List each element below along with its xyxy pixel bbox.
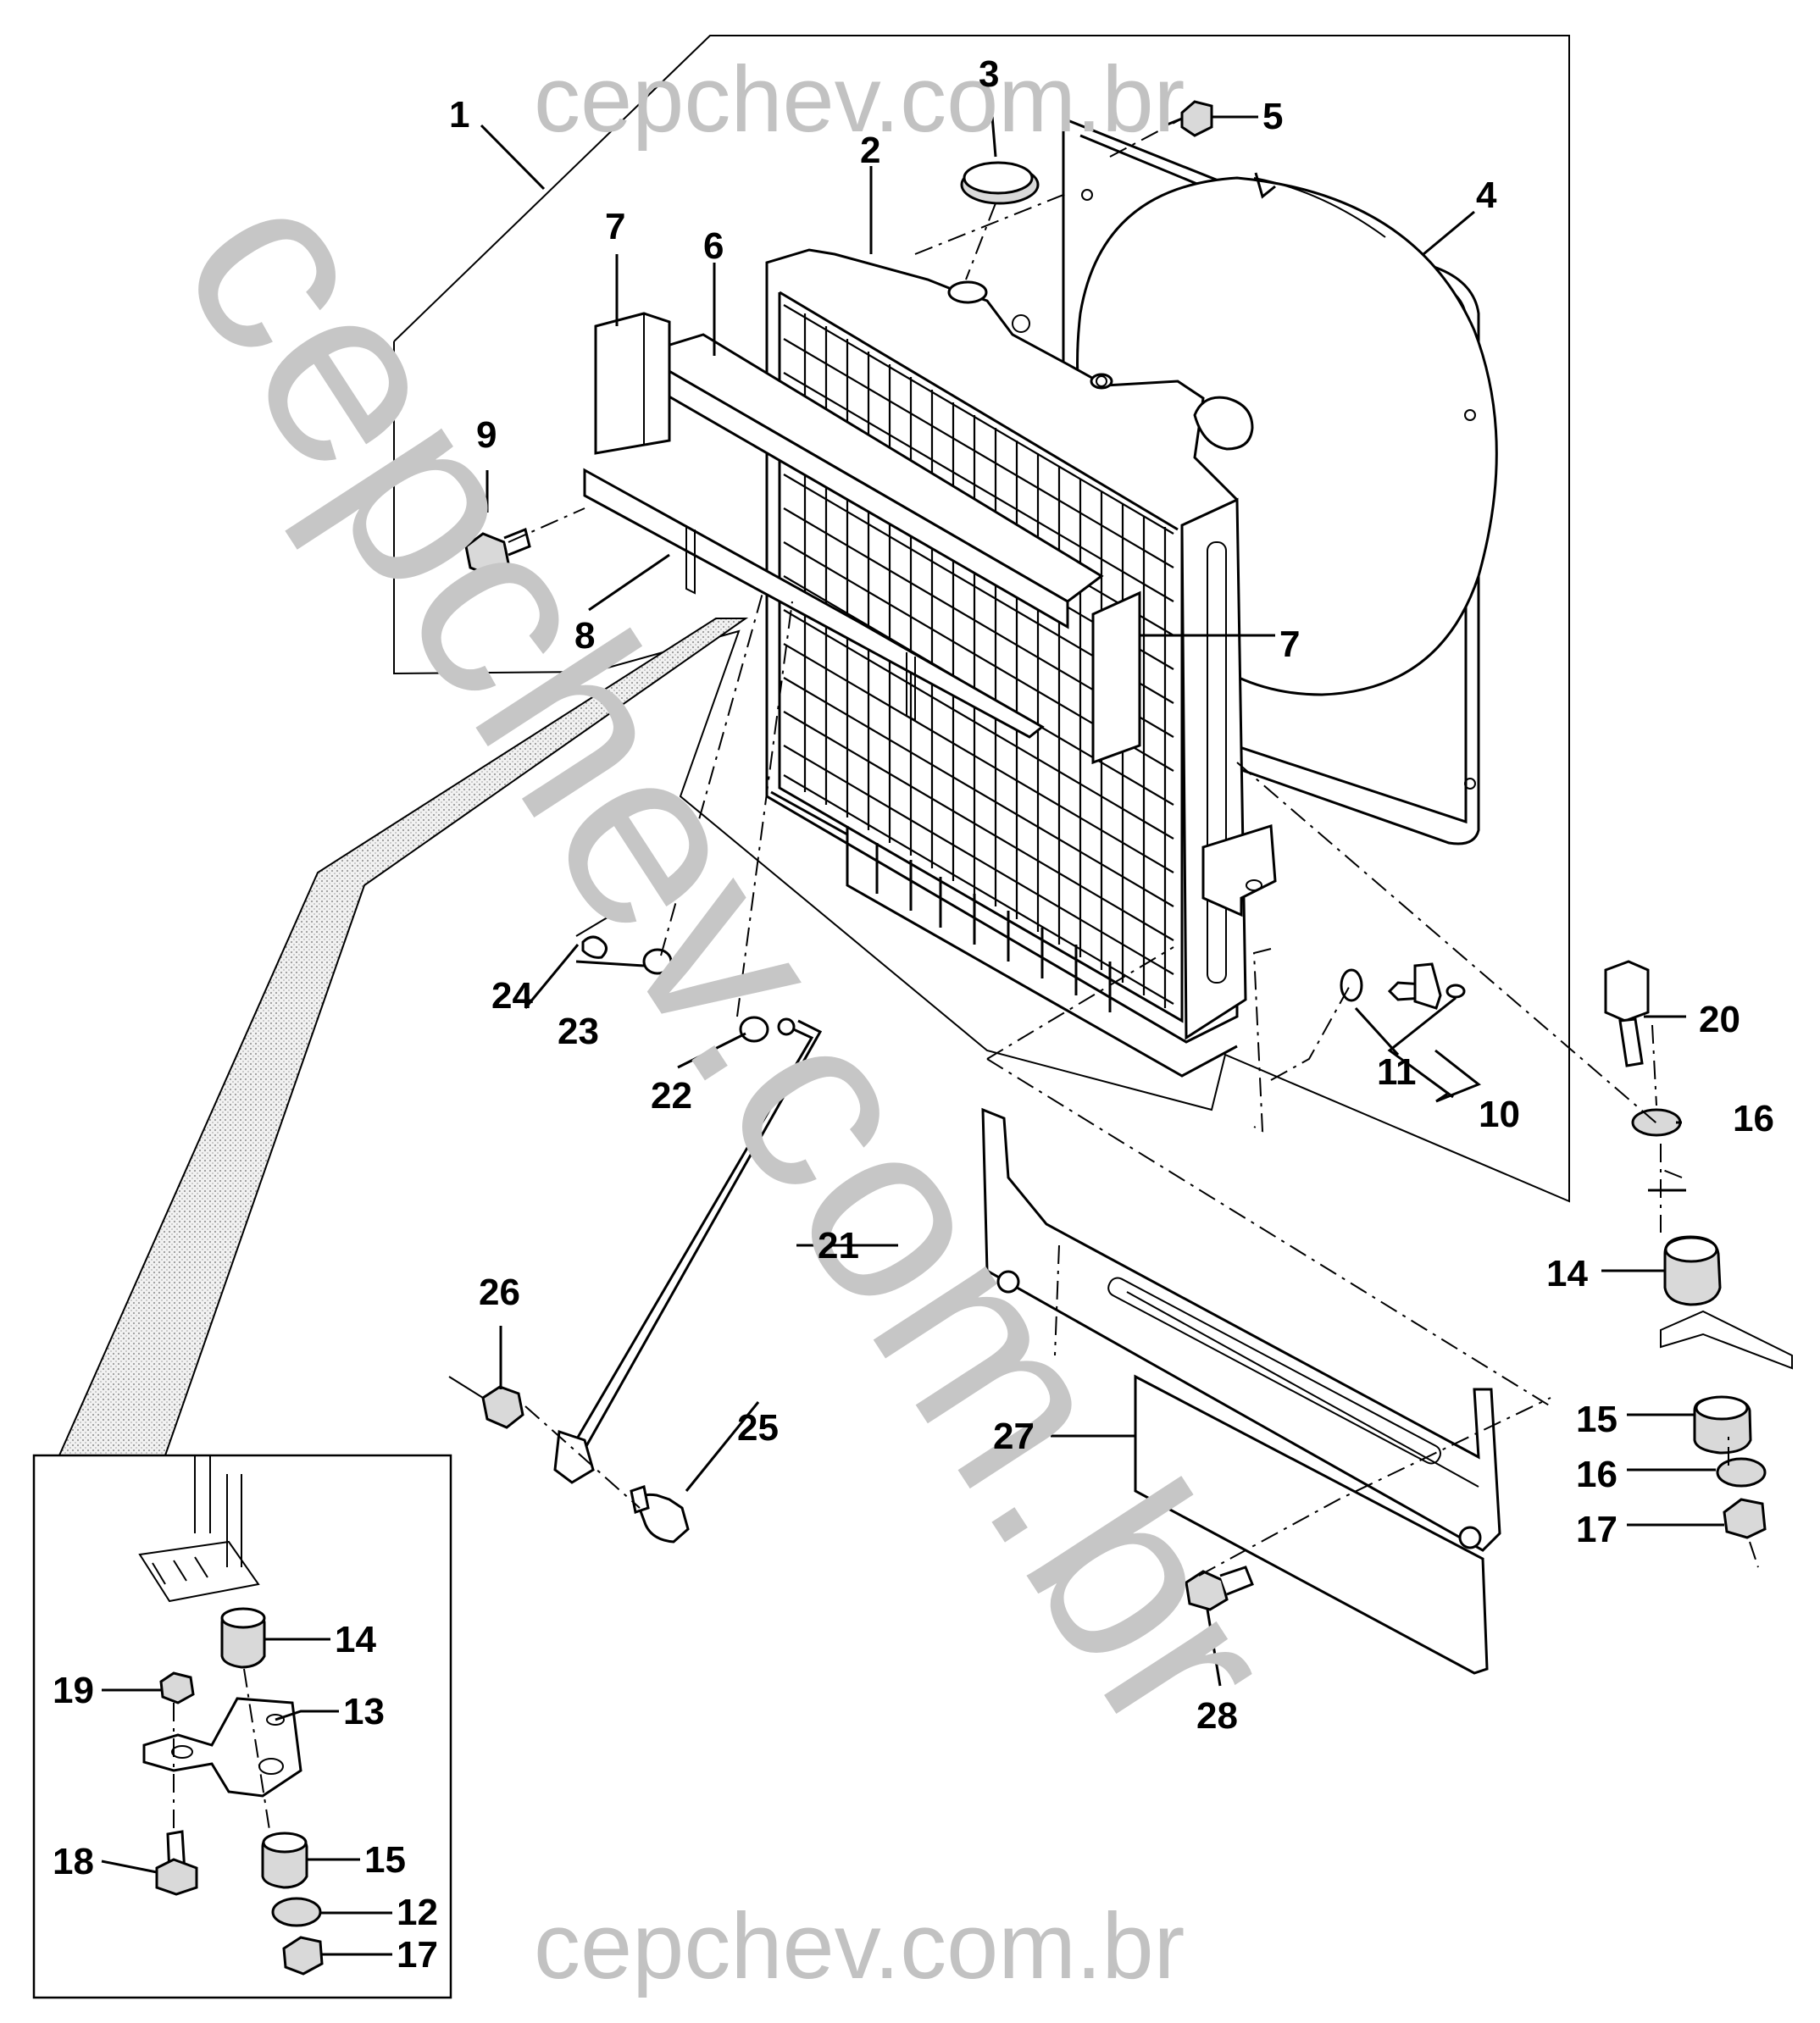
air-deflector-6 bbox=[636, 333, 1104, 629]
washer-23 bbox=[642, 948, 673, 975]
callout-label: 7 bbox=[1279, 624, 1300, 665]
callout-label: 26 bbox=[479, 1272, 520, 1313]
callout-label: 20 bbox=[1699, 999, 1740, 1040]
nut-26 bbox=[448, 1376, 524, 1429]
washer-16-lower bbox=[1716, 1457, 1767, 1488]
bolt-20 bbox=[1604, 960, 1650, 1067]
callout-label: 2 bbox=[860, 130, 880, 171]
callout-label: 27 bbox=[993, 1416, 1035, 1457]
watermark-top: cepchev.com.br bbox=[534, 47, 1185, 152]
seal-7-right bbox=[1091, 590, 1141, 765]
detail-inset-parts bbox=[138, 1455, 324, 1976]
callout-label: 10 bbox=[1479, 1094, 1520, 1135]
callout-label: 7 bbox=[605, 206, 625, 247]
callout-label: 21 bbox=[818, 1225, 859, 1266]
seal-8 bbox=[583, 468, 1045, 739]
callout-label: 17 bbox=[1576, 1509, 1617, 1550]
callout-label: 25 bbox=[737, 1407, 779, 1449]
callout-label: 23 bbox=[558, 1011, 599, 1052]
washer-22 bbox=[739, 1016, 769, 1043]
nut-17-right bbox=[1723, 1498, 1767, 1539]
assembly-outline bbox=[393, 35, 1570, 1203]
callout-label: 16 bbox=[1733, 1098, 1774, 1139]
bolt-5 bbox=[1164, 100, 1213, 137]
callout-label: 16 bbox=[1576, 1454, 1617, 1495]
inset-callout-label: 15 bbox=[364, 1839, 406, 1881]
assembly-centerlines bbox=[508, 118, 1759, 1577]
inset-callout-label: 19 bbox=[53, 1670, 94, 1711]
inset-callout-label: 12 bbox=[397, 1892, 438, 1933]
callout-label: 24 bbox=[491, 975, 533, 1017]
callout-label: 3 bbox=[979, 53, 999, 95]
leader-lines bbox=[101, 105, 1724, 1956]
bolt-25 bbox=[630, 1485, 690, 1544]
washer-16-upper bbox=[1631, 1108, 1682, 1137]
bracket-27 bbox=[981, 1107, 1501, 1675]
stay-rod-21 bbox=[553, 1017, 823, 1484]
mount-14-right bbox=[1663, 1235, 1722, 1306]
callout-label: 5 bbox=[1262, 96, 1283, 137]
bolt-28 bbox=[1185, 1566, 1254, 1611]
inset-callout-label: 17 bbox=[397, 1934, 438, 1976]
mount-15-right bbox=[1693, 1395, 1752, 1455]
bracket-plate-right bbox=[1660, 1310, 1793, 1370]
seal-7-left bbox=[594, 312, 671, 455]
callout-label: 1 bbox=[449, 94, 469, 136]
callout-label: 9 bbox=[476, 414, 497, 456]
clip-24 bbox=[575, 904, 630, 959]
callout-label: 11 bbox=[1377, 1051, 1417, 1093]
callout-label: 15 bbox=[1576, 1399, 1617, 1440]
callout-label: 22 bbox=[651, 1075, 692, 1117]
callout-label: 4 bbox=[1476, 175, 1497, 216]
inset-callout-label: 18 bbox=[53, 1841, 94, 1882]
callout-label: 28 bbox=[1196, 1695, 1238, 1737]
inset-callout-label: 14 bbox=[335, 1619, 376, 1660]
watermark-bottom: cepchev.com.br bbox=[534, 1894, 1185, 1998]
callout-label: 6 bbox=[703, 225, 724, 267]
inset-callout-labels: 12 13 14 15 17 18 19 bbox=[53, 1619, 438, 1976]
radiator-cap bbox=[960, 161, 1040, 205]
callout-label: 8 bbox=[574, 615, 595, 657]
inset-callout-label: 13 bbox=[343, 1691, 385, 1732]
callout-labels: 1 2 3 4 5 6 7 7 8 9 10 11 14 15 16 16 17… bbox=[449, 53, 1774, 1737]
callout-label: 14 bbox=[1546, 1253, 1588, 1294]
drain-cock bbox=[1340, 962, 1466, 1010]
